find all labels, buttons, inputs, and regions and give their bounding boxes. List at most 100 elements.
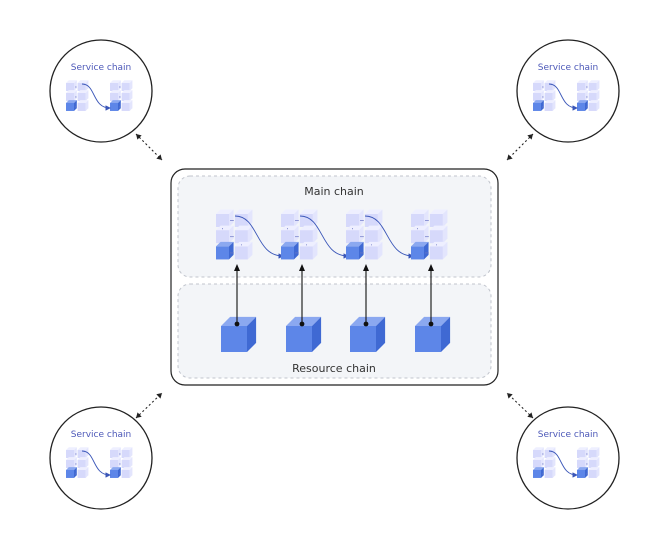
service-block-group bbox=[577, 447, 600, 478]
dark-block-cube bbox=[346, 241, 364, 260]
link-arrowhead bbox=[363, 264, 369, 271]
resource-block-cube bbox=[415, 316, 451, 352]
light-block-cube bbox=[77, 467, 89, 478]
light-block-cube bbox=[346, 225, 364, 244]
light-block-cube bbox=[544, 100, 556, 111]
service-chain-label: Service chain bbox=[71, 430, 132, 440]
link-arrowhead bbox=[428, 264, 434, 271]
service-chain-label: Service chain bbox=[71, 63, 132, 73]
resource-chain-title: Resource chain bbox=[292, 362, 376, 375]
resource-chain-blocks bbox=[221, 316, 451, 352]
dark-block-cube bbox=[216, 241, 234, 260]
chain-link-arrow bbox=[234, 215, 284, 259]
light-block-cube bbox=[588, 447, 600, 458]
light-block-cube bbox=[577, 447, 588, 458]
dark-block-cube bbox=[577, 100, 588, 111]
chain-link-arrow bbox=[299, 215, 349, 259]
light-block-cube bbox=[577, 457, 588, 468]
light-block-cube bbox=[429, 241, 448, 260]
resource-block-cube bbox=[286, 316, 322, 352]
bidirectional-dotted-connector bbox=[135, 392, 163, 419]
dark-block-cube bbox=[411, 241, 429, 260]
bidirectional-dotted-connector bbox=[135, 133, 163, 161]
light-block-cube bbox=[110, 90, 121, 101]
dark-block-cube bbox=[110, 467, 121, 478]
chain-link-arrow bbox=[81, 83, 111, 111]
main-chain-block-group bbox=[281, 209, 318, 260]
main-chain-block-group bbox=[346, 209, 383, 260]
light-block-cube bbox=[533, 447, 544, 458]
service-chain-bottom-left: Service chain bbox=[49, 406, 153, 510]
light-block-cube bbox=[234, 241, 253, 260]
dark-block-cube bbox=[66, 100, 77, 111]
light-block-cube bbox=[533, 80, 544, 91]
dark-block-cube bbox=[66, 467, 77, 478]
light-block-cube bbox=[281, 209, 299, 227]
main-chain-block-group bbox=[411, 209, 448, 260]
light-block-cube bbox=[216, 225, 234, 244]
link-anchor-dot bbox=[234, 321, 240, 327]
light-block-cube bbox=[66, 457, 77, 468]
service-block-group bbox=[110, 447, 133, 478]
light-block-cube bbox=[364, 241, 383, 260]
light-block-cube bbox=[66, 90, 77, 101]
light-block-cube bbox=[346, 209, 364, 227]
light-block-cube bbox=[121, 90, 133, 101]
chain-link-arrow bbox=[81, 450, 111, 478]
chain-link-arrow bbox=[364, 215, 414, 259]
service-chain-label: Service chain bbox=[538, 430, 599, 440]
main-chain-blocks bbox=[216, 209, 448, 260]
light-block-cube bbox=[429, 209, 448, 227]
light-block-cube bbox=[121, 80, 133, 91]
service-block-group bbox=[66, 80, 89, 111]
service-block-group bbox=[66, 447, 89, 478]
light-block-cube bbox=[411, 225, 429, 244]
light-block-cube bbox=[110, 80, 121, 91]
light-block-cube bbox=[588, 457, 600, 468]
light-block-cube bbox=[411, 209, 429, 227]
light-block-cube bbox=[588, 90, 600, 101]
light-block-cube bbox=[66, 80, 77, 91]
service-chain-top-left: Service chain bbox=[49, 39, 153, 143]
light-block-cube bbox=[110, 447, 121, 458]
service-block-group bbox=[533, 80, 556, 111]
dark-block-cube bbox=[533, 467, 544, 478]
service-block-group bbox=[110, 80, 133, 111]
light-block-cube bbox=[121, 100, 133, 111]
light-block-cube bbox=[281, 225, 299, 244]
light-block-cube bbox=[544, 457, 556, 468]
service-chain-label: Service chain bbox=[538, 63, 599, 73]
light-block-cube bbox=[588, 80, 600, 91]
light-block-cube bbox=[544, 90, 556, 101]
light-block-cube bbox=[533, 457, 544, 468]
link-anchor-dot bbox=[363, 321, 369, 327]
light-block-cube bbox=[77, 457, 89, 468]
light-block-cube bbox=[121, 457, 133, 468]
link-arrowhead bbox=[299, 264, 305, 271]
light-block-cube bbox=[299, 241, 318, 260]
bidirectional-dotted-connector bbox=[506, 133, 534, 161]
resource-block-cube bbox=[350, 316, 386, 352]
chain-link-arrow bbox=[548, 450, 578, 478]
light-block-cube bbox=[577, 90, 588, 101]
resource-chain-panel bbox=[177, 283, 492, 379]
chain-link-arrow bbox=[548, 83, 578, 111]
service-connectors bbox=[135, 133, 534, 419]
light-block-cube bbox=[533, 90, 544, 101]
service-chain-top-right: Service chain bbox=[516, 39, 620, 143]
service-block-group bbox=[577, 80, 600, 111]
light-block-cube bbox=[234, 225, 253, 244]
light-block-cube bbox=[429, 225, 448, 244]
dark-block-cube bbox=[577, 467, 588, 478]
light-block-cube bbox=[588, 100, 600, 111]
light-block-cube bbox=[121, 467, 133, 478]
service-block-group bbox=[533, 447, 556, 478]
light-block-cube bbox=[77, 100, 89, 111]
light-block-cube bbox=[77, 90, 89, 101]
light-block-cube bbox=[577, 80, 588, 91]
light-block-cube bbox=[66, 447, 77, 458]
light-block-cube bbox=[216, 209, 234, 227]
light-block-cube bbox=[588, 467, 600, 478]
link-arrowhead bbox=[234, 264, 240, 271]
